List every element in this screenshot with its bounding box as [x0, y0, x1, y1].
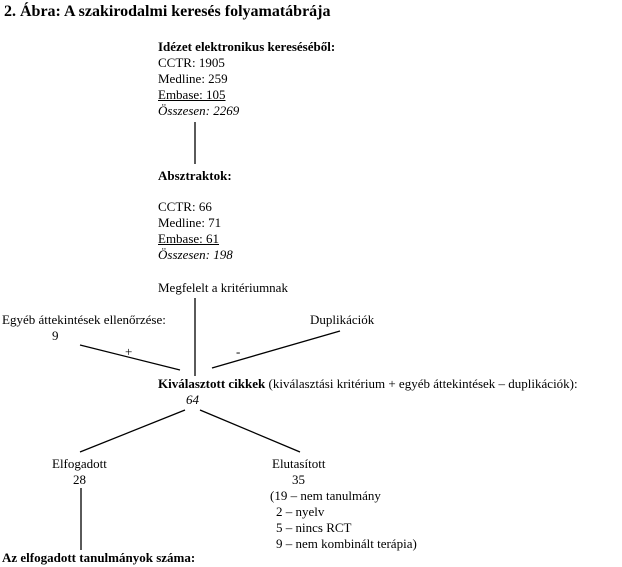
accepted-count: 28 — [73, 472, 86, 487]
abstracts-cctr: CCTR: 66 — [158, 199, 212, 214]
rejected-reason: 9 – nem kombinált terápia) — [276, 536, 417, 551]
selected-label: Kiválasztott cikkek — [158, 376, 266, 391]
other-reviews-count: 9 — [52, 328, 59, 343]
final-label: Az elfogadott tanulmányok száma: — [2, 550, 196, 565]
duplicates-label: Duplikációk — [310, 312, 375, 327]
accepted-label: Elfogadott — [52, 456, 107, 471]
rejected-label: Elutasított — [272, 456, 326, 471]
connector-selected-to-rejected — [199, 409, 301, 453]
search-cctr: CCTR: 1905 — [158, 55, 225, 70]
plus-sign: + — [125, 344, 133, 359]
search-total: Összesen: 2269 — [158, 103, 240, 118]
search-heading: Idézet elektronikus kereséséből: — [158, 39, 336, 54]
connector-selected-to-accepted — [79, 409, 186, 453]
abstracts-medline: Medline: 71 — [158, 215, 222, 230]
abstracts-embase: Embase: 61 — [158, 231, 220, 246]
abstracts-heading: Absztraktok: — [158, 168, 232, 183]
selected-count: 64 — [186, 392, 199, 407]
connector-duplicates — [211, 330, 341, 369]
abstracts-total: Összesen: 198 — [158, 247, 233, 262]
other-reviews-label: Egyéb áttekintések ellenőrzése: — [2, 312, 166, 327]
selected-note: (kiválasztási kritérium + egyéb áttekint… — [265, 376, 578, 391]
rejected-reason: 5 – nincs RCT — [276, 520, 352, 535]
rejected-reason: 2 – nyelv — [276, 504, 325, 519]
connector-other-reviews — [79, 344, 181, 371]
figure-title: 2. Ábra: A szakirodalmi keresés folyamat… — [4, 3, 331, 20]
minus-sign: - — [236, 344, 241, 359]
selected-articles: Kiválasztott cikkek (kiválasztási kritér… — [158, 376, 578, 392]
search-embase: Embase: 105 — [158, 87, 226, 102]
rejected-count: 35 — [292, 472, 305, 487]
search-medline: Medline: 259 — [158, 71, 228, 86]
rejected-reason: (19 – nem tanulmány — [270, 488, 381, 503]
criteria-label: Megfelelt a kritériumnak — [158, 280, 288, 295]
